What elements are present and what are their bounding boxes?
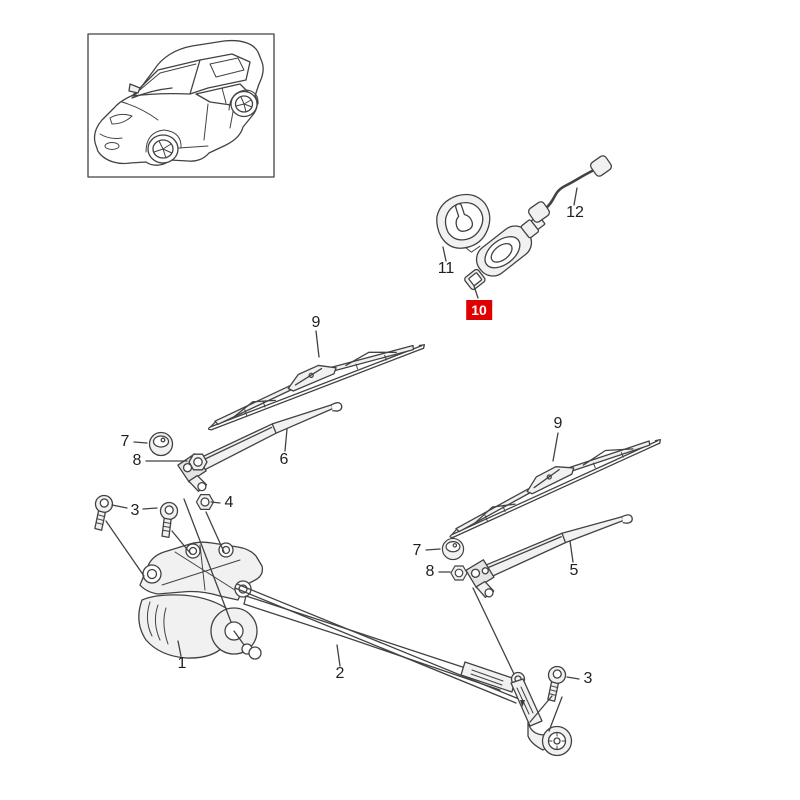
part-label-8-right[interactable]: 8 (425, 563, 435, 580)
pivot-grommet (541, 725, 573, 757)
pivot-assembly-right (472, 587, 573, 757)
crank-wheel (210, 607, 262, 660)
part-label-9-right[interactable]: 9 (553, 415, 563, 432)
part-label-6[interactable]: 6 (279, 451, 289, 468)
part-label-8-left[interactable]: 8 (132, 452, 142, 469)
part-label-2[interactable]: 2 (335, 665, 345, 682)
part-label-7-right[interactable]: 7 (412, 542, 422, 559)
part-label-7-left[interactable]: 7 (120, 433, 130, 450)
part-label-3-left[interactable]: 3 (130, 502, 140, 519)
part-label-10-highlighted[interactable]: 10 (466, 300, 492, 320)
part-label-12[interactable]: 12 (566, 204, 584, 221)
part-label-5[interactable]: 5 (569, 562, 579, 579)
part-10-rain-sensor (464, 215, 546, 291)
part-label-11[interactable]: 11 (437, 260, 455, 277)
part-12-sensor-cable (527, 155, 613, 223)
part-label-9-left[interactable]: 9 (311, 314, 321, 331)
part-label-1[interactable]: 1 (177, 655, 187, 672)
part-1-wiper-motor (138, 541, 264, 660)
part-11-sensor-mount (436, 193, 491, 253)
part-label-4[interactable]: 4 (224, 494, 234, 511)
leader-lines (105, 187, 580, 732)
part-2-linkage (234, 583, 520, 704)
vehicle-thumbnail (87, 33, 275, 178)
part-label-3-right[interactable]: 3 (583, 670, 593, 687)
